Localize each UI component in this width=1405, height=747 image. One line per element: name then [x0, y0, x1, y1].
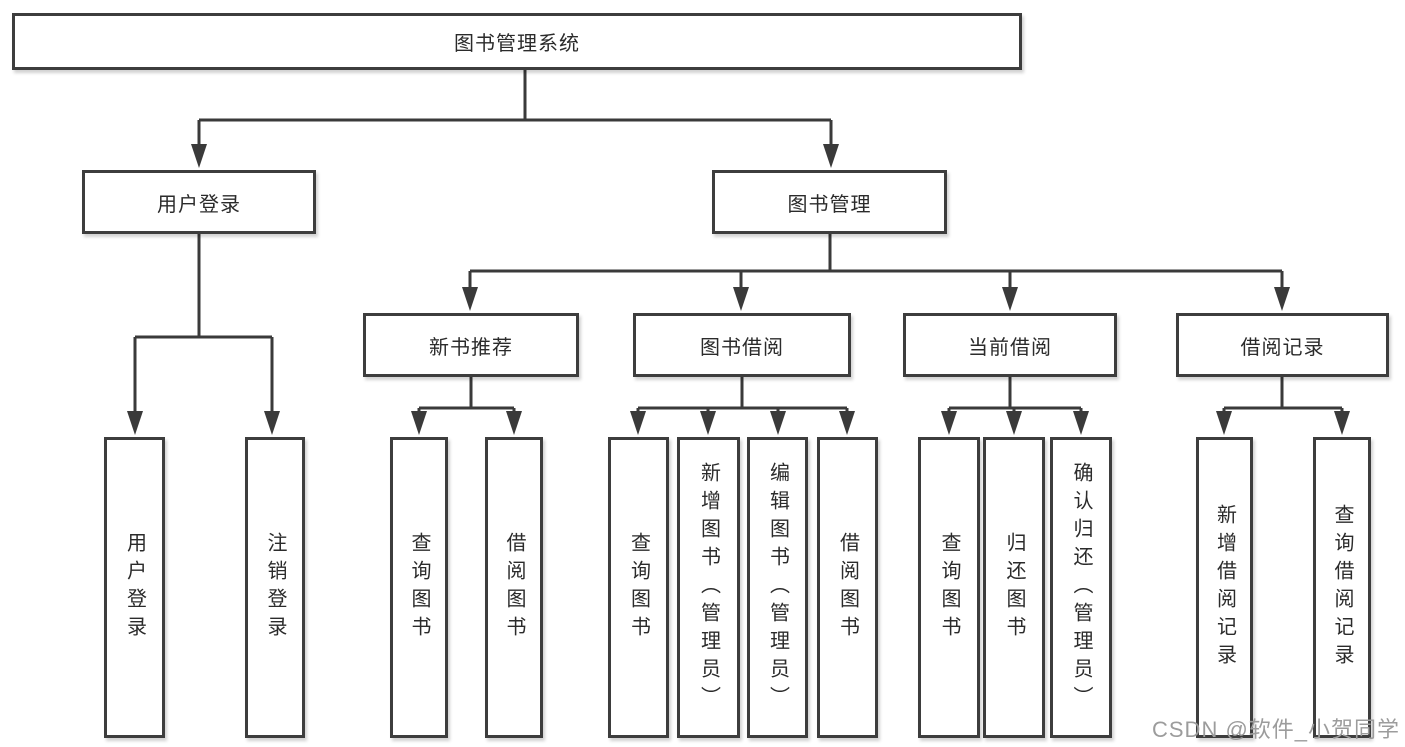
leaf-edit-books-admin: 编辑图书（管理员）	[747, 437, 808, 738]
node-label: 查询图书	[627, 531, 650, 644]
leaf-confirm-return-admin: 确认归还（管理员）	[1050, 437, 1112, 738]
leaf-query-books-1: 查询图书	[390, 437, 448, 738]
node-label: 新书推荐	[429, 336, 513, 359]
leaf-query-books-2: 查询图书	[608, 437, 669, 738]
node-label: 确认归还（管理员）	[1070, 461, 1092, 714]
node-label: 查询借阅记录	[1331, 503, 1353, 672]
leaf-borrow-books-2: 借阅图书	[817, 437, 878, 738]
csdn-watermark: CSDN @软件_小贺同学	[1152, 717, 1401, 742]
leaf-query-books-3: 查询图书	[918, 437, 980, 738]
node-label: 编辑图书（管理员）	[766, 461, 789, 714]
node-label: 用户登录	[123, 531, 146, 644]
node-label: 用户登录	[157, 193, 241, 216]
leaf-return-books: 归还图书	[983, 437, 1045, 738]
node-book-management: 图书管理	[712, 170, 947, 234]
node-label: 新增图书（管理员）	[697, 461, 720, 714]
node-book-borrow: 图书借阅	[633, 313, 851, 377]
leaf-add-books-admin: 新增图书（管理员）	[677, 437, 740, 738]
node-new-book-recommend: 新书推荐	[363, 313, 579, 377]
node-borrow-records: 借阅记录	[1176, 313, 1389, 377]
node-label: 当前借阅	[968, 336, 1052, 359]
node-label: 借阅图书	[503, 531, 525, 644]
leaf-logout: 注销登录	[245, 437, 305, 738]
node-user-login: 用户登录	[82, 170, 316, 234]
node-label: 图书借阅	[700, 336, 784, 359]
node-root: 图书管理系统	[12, 13, 1022, 70]
node-label: 借阅图书	[836, 531, 859, 644]
leaf-query-borrow-record: 查询借阅记录	[1313, 437, 1371, 738]
node-label: 新增借阅记录	[1213, 503, 1236, 672]
node-label: 图书管理	[787, 193, 872, 216]
node-current-borrow: 当前借阅	[903, 313, 1117, 377]
leaf-borrow-books-1: 借阅图书	[485, 437, 543, 738]
leaf-add-borrow-record: 新增借阅记录	[1196, 437, 1253, 738]
node-label: 归还图书	[1003, 531, 1025, 644]
node-label: 注销登录	[264, 531, 286, 644]
leaf-user-login: 用户登录	[104, 437, 165, 738]
node-label: 查询图书	[408, 531, 430, 644]
node-label: 查询图书	[938, 531, 960, 644]
node-label: 借阅记录	[1240, 336, 1325, 359]
node-label: 图书管理系统	[454, 33, 580, 55]
